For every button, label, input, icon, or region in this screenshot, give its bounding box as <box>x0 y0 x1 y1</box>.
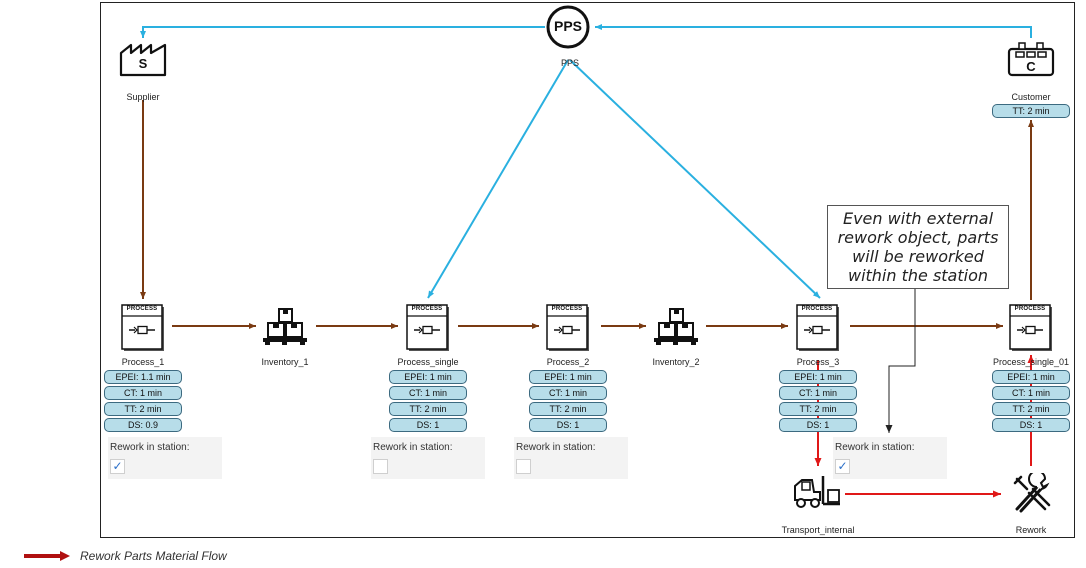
forklift-icon <box>794 476 840 508</box>
customer-tt: TT: 2 min <box>992 104 1070 118</box>
process-node[interactable]: PROCESS <box>1009 304 1053 352</box>
boxes-icon <box>263 308 307 345</box>
rework-in-station-label: Rework in station: <box>835 442 915 453</box>
annotation-callout: Even with external rework object, parts … <box>827 205 1009 289</box>
process-label: Process_3 <box>796 357 840 367</box>
kpi-pill: CT: 1 min <box>529 386 607 400</box>
kpi-pill: TT: 2 min <box>389 402 467 416</box>
pps-label: PPS <box>560 58 579 68</box>
process-header: PROCESS <box>411 306 443 312</box>
rework-in-station-label: Rework in station: <box>373 442 453 453</box>
kpi-pill: EPEI: 1.1 min <box>104 370 182 384</box>
rework-in-station-panel: Rework in station: <box>514 437 628 479</box>
inventory-node[interactable] <box>261 308 309 346</box>
process-node[interactable]: PROCESS <box>546 304 590 352</box>
transport-label: Transport_internal <box>781 525 855 535</box>
process-box-icon <box>1009 304 1052 351</box>
kpi-pill: DS: 1 <box>779 418 857 432</box>
supplier-label: Supplier <box>126 92 160 102</box>
kpi-pill: CT: 1 min <box>992 386 1070 400</box>
kpi-pill: CT: 1 min <box>389 386 467 400</box>
kpi-pill: EPEI: 1 min <box>992 370 1070 384</box>
process-node[interactable]: PROCESS <box>121 304 165 352</box>
process-box-icon <box>406 304 449 351</box>
info-flow-pps-process-3 <box>569 59 821 299</box>
rework-in-station-panel: Rework in station: <box>371 437 485 479</box>
process-box-icon <box>121 304 164 351</box>
process-header: PROCESS <box>801 306 833 312</box>
legend-label: Rework Parts Material Flow <box>80 549 227 563</box>
pps-icon <box>546 5 590 49</box>
kpi-pill: TT: 2 min <box>992 402 1070 416</box>
info-flow-pps-process-single <box>427 59 569 299</box>
process-label: Process_1 <box>121 357 165 367</box>
customer-kpis: TT: 2 min <box>992 104 1070 120</box>
transport-node[interactable] <box>792 474 842 510</box>
rework-in-station-checkbox[interactable] <box>373 459 388 474</box>
process-node[interactable]: PROCESS <box>796 304 840 352</box>
process-node[interactable]: PROCESS <box>406 304 450 352</box>
kpi-pill: DS: 0.9 <box>104 418 182 432</box>
boxes-icon <box>654 308 698 345</box>
kpi-pill: EPEI: 1 min <box>779 370 857 384</box>
kpi-pill: CT: 1 min <box>779 386 857 400</box>
rework-in-station-label: Rework in station: <box>516 442 596 453</box>
info-flow-pps-supplier <box>140 26 545 38</box>
process-label: Process_2 <box>546 357 590 367</box>
rework-in-station-panel: Rework in station: ✓ <box>833 437 947 479</box>
kpi-pill: DS: 1 <box>992 418 1070 432</box>
kpi-pill: EPEI: 1 min <box>529 370 607 384</box>
pps-badge: PPS <box>553 18 582 34</box>
process-header: PROCESS <box>551 306 583 312</box>
rework-in-station-panel: Rework in station: ✓ <box>108 437 222 479</box>
rework-in-station-checkbox[interactable]: ✓ <box>110 459 125 474</box>
rework-label: Rework <box>1015 525 1047 535</box>
inventory-label: Inventory_2 <box>652 357 700 367</box>
kpi-pill: CT: 1 min <box>104 386 182 400</box>
kpi-pill: EPEI: 1 min <box>389 370 467 384</box>
process-box-icon <box>796 304 839 351</box>
kpi-pill: TT: 2 min <box>779 402 857 416</box>
callout-pointer <box>885 289 916 433</box>
process-label: Process_single <box>397 357 459 367</box>
rework-in-station-label: Rework in station: <box>110 442 190 453</box>
kpi-pill: TT: 2 min <box>529 402 607 416</box>
customer-building-icon <box>1007 42 1055 77</box>
rework-in-station-checkbox[interactable]: ✓ <box>835 459 850 474</box>
inventory-label: Inventory_1 <box>261 357 309 367</box>
process-box-icon <box>546 304 589 351</box>
supplier-node[interactable]: S <box>119 41 167 77</box>
process-header: PROCESS <box>126 306 158 312</box>
pps-node[interactable]: PPS <box>545 4 591 50</box>
kpi-pill: DS: 1 <box>389 418 467 432</box>
inventory-node[interactable] <box>652 308 700 346</box>
rework-node[interactable] <box>1011 470 1053 513</box>
customer-label: Customer <box>1011 92 1051 102</box>
process-header: PROCESS <box>1014 306 1046 312</box>
rework-flow-legend-arrow <box>24 551 70 561</box>
info-flow-customer-pps <box>595 24 1032 38</box>
customer-node[interactable]: C <box>1007 41 1055 77</box>
kpi-pill: DS: 1 <box>529 418 607 432</box>
process-label: Process_single_01 <box>992 357 1070 367</box>
supplier-letter: S <box>138 56 148 71</box>
kpi-pill: TT: 2 min <box>104 402 182 416</box>
factory-icon <box>119 43 167 77</box>
tools-icon <box>1013 470 1051 513</box>
rework-in-station-checkbox[interactable] <box>516 459 531 474</box>
customer-letter: C <box>1026 59 1036 74</box>
